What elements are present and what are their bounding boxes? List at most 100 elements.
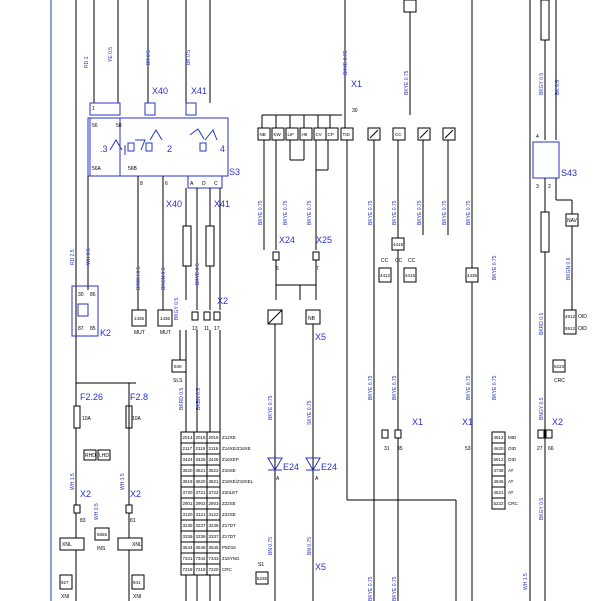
svg-text:XNI: XNI: [133, 594, 141, 600]
svg-text:BKYE 0.75: BKYE 0.75: [417, 200, 423, 225]
svg-text:56B: 56B: [128, 166, 138, 172]
svg-text:17: 17: [214, 326, 220, 332]
top-box: [271, 127, 285, 141]
table-code: 3424: [183, 457, 194, 462]
table-variant: Z16YNG: [222, 556, 240, 561]
table-variant: P5D16: [222, 545, 236, 550]
table-variant: Z16XEP: [222, 457, 239, 462]
table-code: 2902: [196, 501, 207, 506]
svg-text:C: C: [214, 181, 218, 187]
table-code: 3122: [209, 512, 220, 517]
svg-text:BN 0.75: BN 0.75: [268, 537, 274, 555]
svg-text:BKYE 0.5: BKYE 0.5: [195, 263, 201, 285]
svg-text:56A: 56A: [92, 166, 102, 172]
fuse-f28: F2.8: [130, 392, 148, 402]
top-box: [285, 127, 299, 141]
right-table-cell: [491, 497, 506, 510]
svg-text:MUT: MUT: [134, 330, 145, 336]
svg-text:BKYE 0.75: BKYE 0.75: [392, 200, 398, 225]
svg-text:BKYE 0.75: BKYE 0.75: [283, 200, 289, 225]
right-table-variant: MID: [508, 435, 517, 440]
svg-text:A: A: [190, 181, 194, 187]
svg-text:31: 31: [384, 446, 390, 452]
switch-pin-4: 4: [220, 144, 225, 154]
svg-text:MUT: MUT: [160, 330, 171, 336]
svg-text:WH 1.5: WH 1.5: [523, 573, 529, 590]
top-box: [325, 127, 339, 141]
svg-text:1: 1: [92, 106, 95, 112]
svg-text:OID: OID: [578, 326, 587, 332]
svg-text:BN 0.75: BN 0.75: [307, 537, 313, 555]
table-code: 3544: [183, 545, 194, 550]
svg-text:66: 66: [548, 446, 554, 452]
table-code: 2118: [196, 446, 206, 451]
svg-text:4: 4: [536, 134, 539, 140]
table-variant: Z14XE/Z16XE: [222, 446, 251, 451]
svg-text:BKRD 0.5: BKRD 0.5: [539, 313, 545, 335]
lamp-e24-b: E24: [321, 462, 337, 472]
svg-text:D: D: [202, 181, 206, 187]
wire-label-ye05: YE 0.5: [108, 47, 114, 62]
table-code: 2016: [209, 435, 220, 440]
right-table-variant: AT: [508, 468, 514, 473]
table-variant: Z22SE: [222, 501, 236, 506]
switch-s43-box: [532, 141, 560, 179]
svg-text:87: 87: [78, 326, 84, 332]
connector-x24: X24: [279, 235, 295, 245]
svg-text:BKYE 0.75: BKYE 0.75: [258, 200, 264, 225]
svg-text:BKYE 0.75: BKYE 0.75: [368, 576, 374, 601]
svg-text:4418: 4418: [393, 242, 404, 247]
right-table-variant: OID: [508, 457, 517, 462]
cc-switch-slash: [369, 129, 379, 139]
connector-x40-top: X40: [152, 86, 168, 96]
table-code: 3237: [196, 523, 207, 528]
right-table-code: 5912: [494, 457, 505, 462]
table-cell: [206, 563, 221, 576]
svg-text:BKYE 0.75: BKYE 0.75: [492, 375, 498, 400]
connector-x1-middle: X1: [412, 417, 423, 427]
svg-text:BKGY 0.5: BKGY 0.5: [539, 498, 545, 520]
cc-switch-label: CC: [395, 132, 402, 137]
table-code: 3121: [196, 512, 207, 517]
table-code: 2119: [209, 446, 219, 451]
svg-text:CC: CC: [381, 258, 389, 264]
relay-k2-box: [71, 285, 99, 337]
svg-text:27: 27: [537, 446, 543, 452]
top-box-label: H9: [302, 132, 308, 137]
table-code: 3720: [183, 490, 194, 495]
svg-text:840: 840: [174, 364, 182, 369]
svg-text:BKYE 0.75: BKYE 0.75: [392, 375, 398, 400]
right-table-variant: AT: [508, 490, 514, 495]
svg-text:86: 86: [90, 292, 96, 298]
table-variant: Z16SE: [222, 468, 236, 473]
fuse-f226: F2.26: [80, 392, 103, 402]
svg-text:SLS: SLS: [173, 378, 183, 384]
svg-text:LHD: LHD: [99, 453, 109, 459]
svg-text:BKWH 0.5: BKWH 0.5: [136, 266, 142, 290]
table-variant: Z12XE: [222, 435, 236, 440]
svg-text:XNL: XNL: [62, 542, 72, 548]
svg-text:BKYE 0.75: BKYE 0.75: [404, 70, 410, 95]
svg-text:4912: 4912: [565, 314, 576, 319]
svg-text:RD 2.5: RD 2.5: [70, 249, 76, 265]
svg-text:4415: 4415: [405, 273, 416, 278]
svg-text:927: 927: [61, 580, 69, 585]
connector-x1-top: X1: [351, 79, 362, 89]
svg-text:56: 56: [92, 123, 98, 129]
svg-text:BKYE 0.75: BKYE 0.75: [307, 200, 313, 225]
table-code: 7220: [209, 567, 220, 572]
right-table-variant: OID: [508, 446, 517, 451]
svg-text:30: 30: [78, 292, 84, 298]
svg-text:WH 1.5: WH 1.5: [120, 473, 126, 490]
svg-text:BKGN 0.5: BKGN 0.5: [161, 267, 167, 290]
svg-text:XNL: XNL: [132, 542, 142, 548]
top-box-label: CV: [316, 132, 322, 137]
svg-text:NAV: NAV: [567, 218, 578, 224]
top-box-label: KW: [274, 132, 282, 137]
relay-k2-label: K2: [100, 328, 111, 338]
table-variant: Z17DT: [222, 523, 236, 528]
table-code: 3722: [209, 490, 220, 495]
lamp-e24-a: E24: [283, 462, 299, 472]
